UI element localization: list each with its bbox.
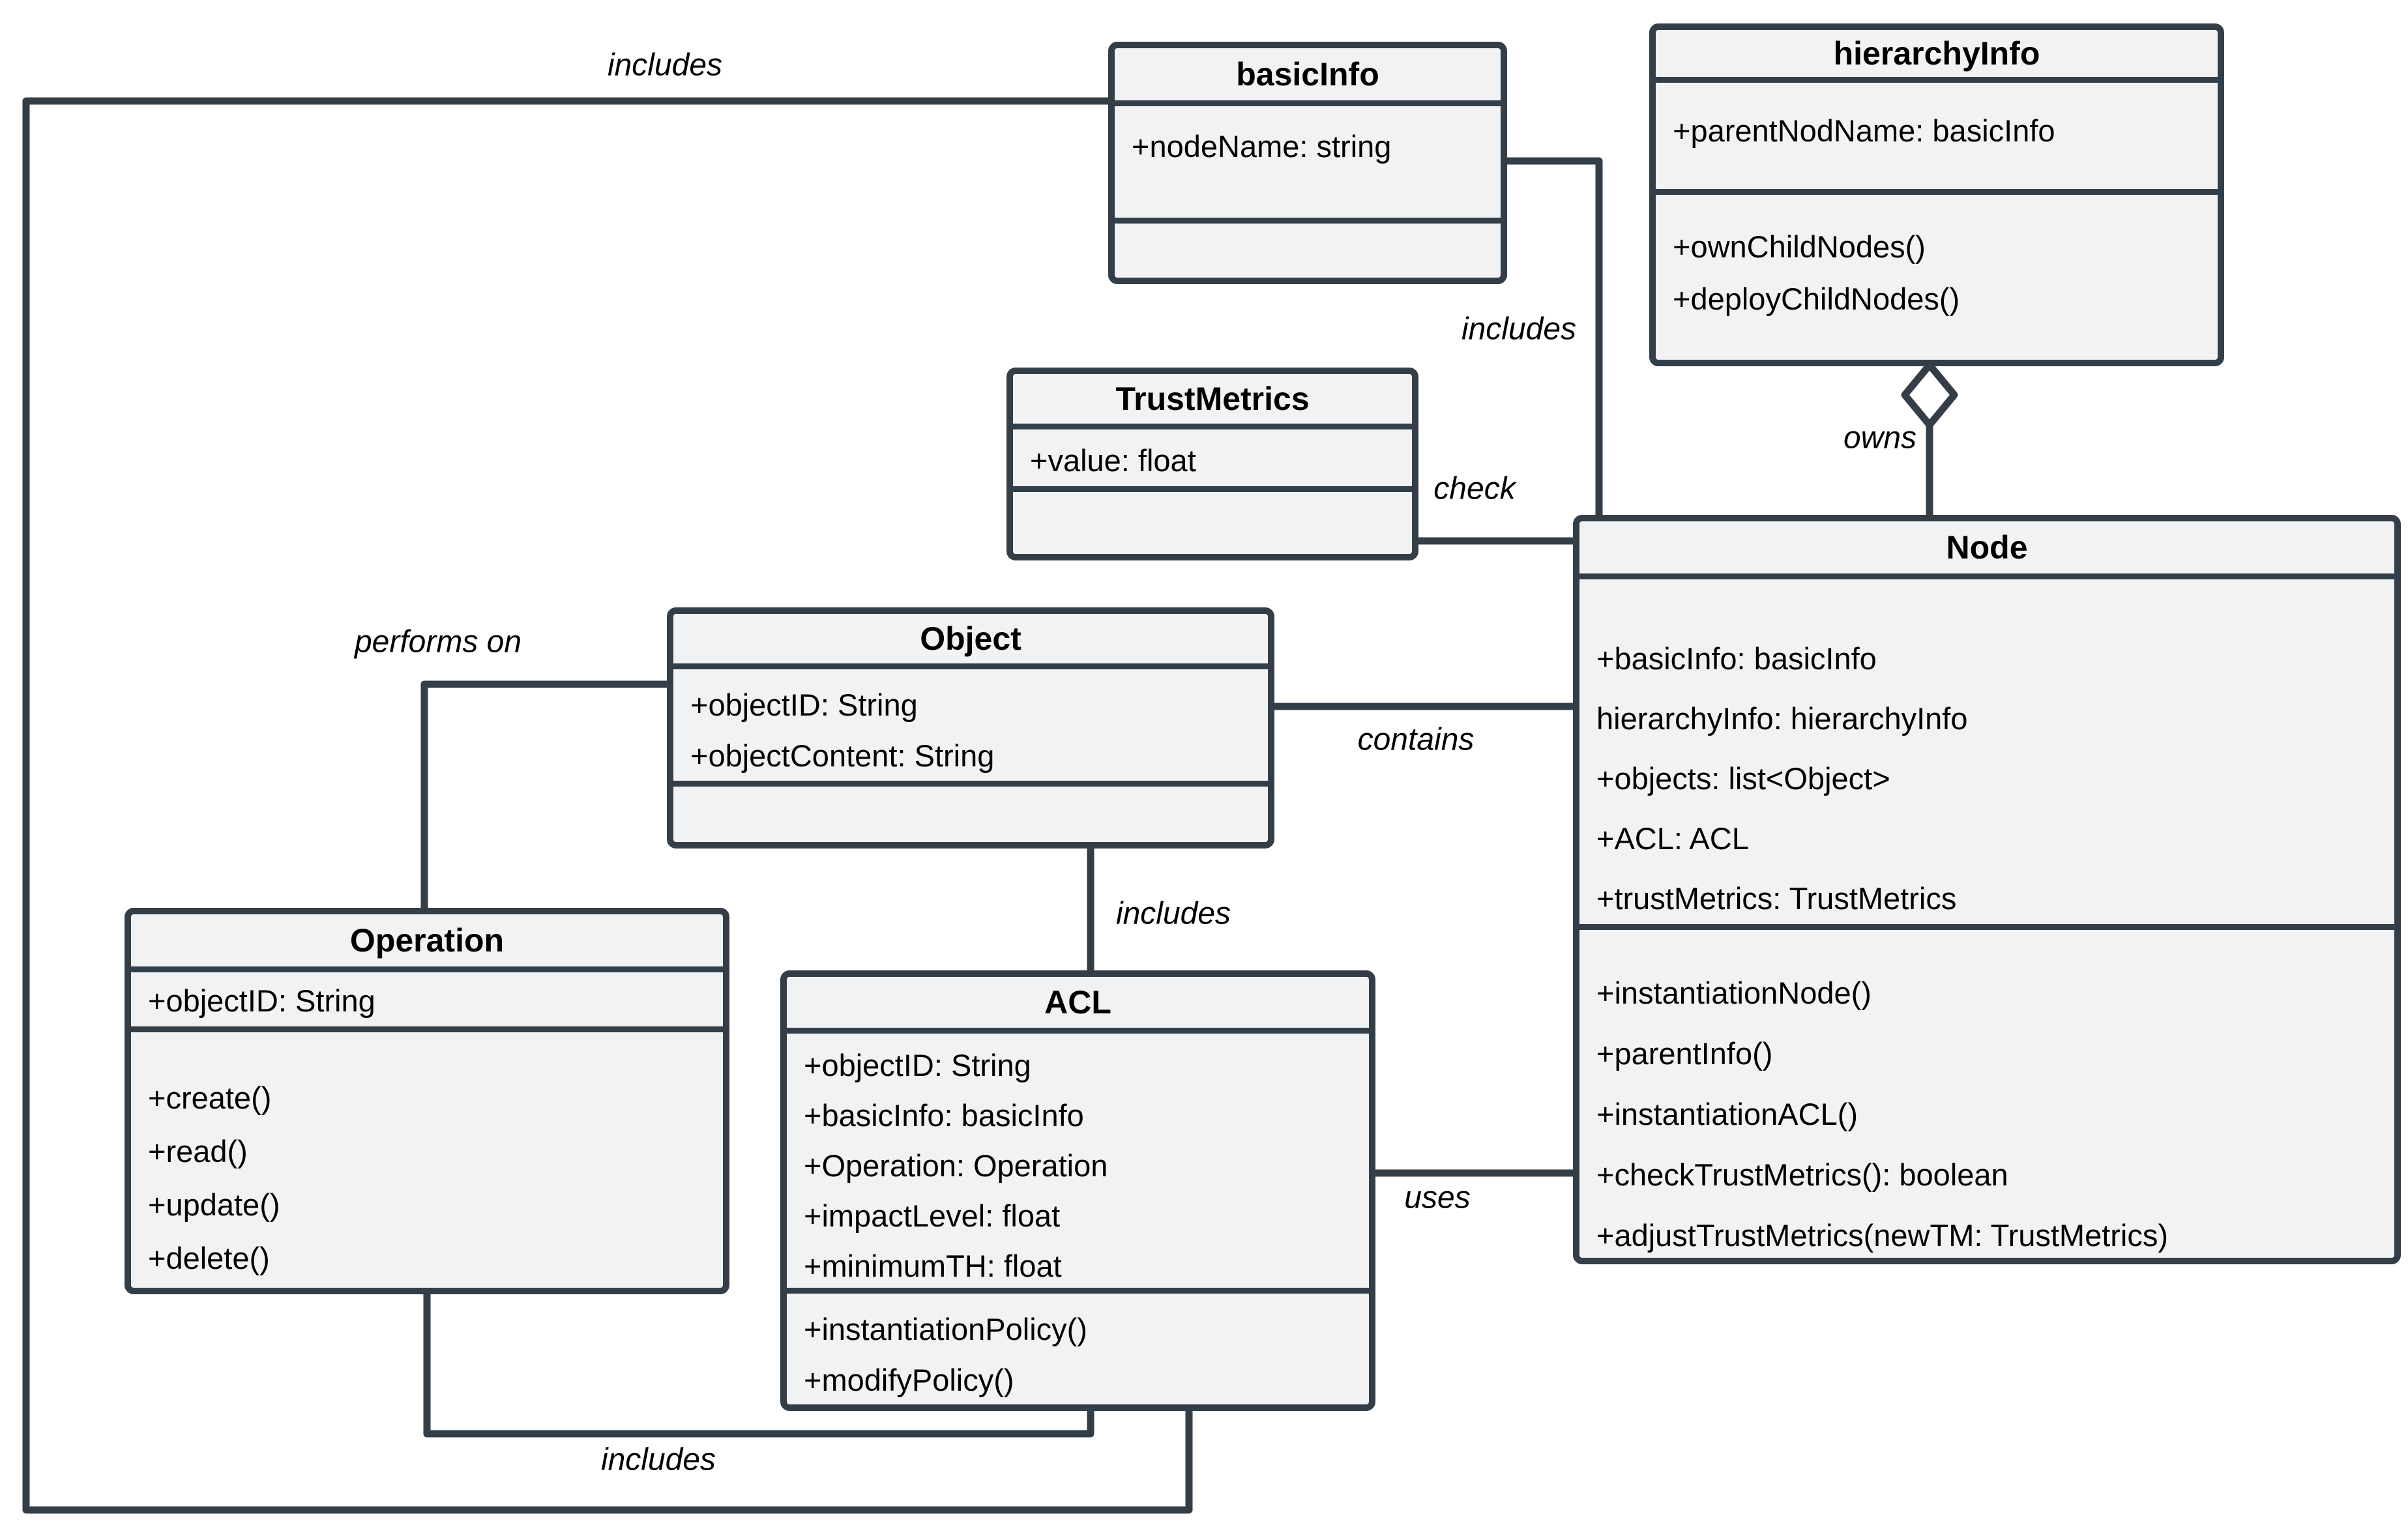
method: +instantiationNode(): [1596, 976, 1872, 1010]
class-title: Operation: [349, 922, 505, 959]
attribute: +basicInfo: basicInfo: [1596, 641, 1877, 676]
method: +deployChildNodes(): [1673, 282, 1960, 316]
attribute: +objectID: String: [804, 1048, 1031, 1082]
edge-label-basicinfo-includes-node: includes: [1461, 312, 1577, 347]
method: +create(): [148, 1081, 272, 1115]
attribute: +value: float: [1030, 443, 1196, 478]
attribute: +Operation: Operation: [804, 1148, 1108, 1183]
attributes-compartment: +objectID: String +basicInfo: basicInfo …: [787, 1028, 1369, 1288]
edge-label-hierarchyinfo-owns-node: owns: [1843, 420, 1917, 456]
class-trustmetrics: TrustMetrics +value: float: [1006, 368, 1418, 560]
method: +adjustTrustMetrics(newTM: TrustMetrics): [1596, 1218, 2169, 1253]
aggregation-diamond: [1901, 361, 1958, 429]
class-basicinfo: basicInfo +nodeName: string: [1108, 42, 1507, 284]
class-title: basicInfo: [1236, 56, 1379, 93]
class-title: TrustMetrics: [1115, 381, 1310, 417]
class-node: Node +basicInfo: basicInfo hierarchyInfo…: [1573, 515, 2401, 1264]
attributes-compartment: +value: float: [1013, 424, 1412, 486]
attributes-compartment: +objectID: String +objectContent: String: [673, 663, 1268, 781]
edge-label-acl-includes-basicinfo: includes: [607, 48, 723, 83]
edge-operation-includes-acl: [423, 1287, 1094, 1438]
method: +modifyPolicy(): [804, 1363, 1014, 1397]
attributes-compartment: +parentNodName: basicInfo: [1656, 77, 2218, 189]
attribute: +parentNodName: basicInfo: [1673, 113, 2055, 148]
attribute: +objects: list<Object>: [1596, 761, 1890, 796]
method: +instantiationPolicy(): [804, 1312, 1087, 1346]
edge-label-object-contains-node: contains: [1357, 722, 1475, 757]
attributes-compartment: +objectID: String: [131, 966, 723, 1026]
method: +ownChildNodes(): [1673, 229, 1926, 264]
attribute: +ACL: ACL: [1596, 821, 1749, 856]
attribute: +objectID: String: [148, 983, 375, 1018]
method: +checkTrustMetrics(): boolean: [1596, 1157, 2008, 1192]
attribute: +impactLevel: float: [804, 1198, 1061, 1233]
attribute: hierarchyInfo: hierarchyInfo: [1596, 701, 1968, 736]
edge-label-operation-performson-object: performs on: [354, 624, 522, 660]
edge-basicinfo-includes-node: [1502, 157, 1603, 522]
methods-compartment: +instantiationNode() +parentInfo() +inst…: [1579, 924, 2394, 1266]
class-title: Object: [920, 620, 1021, 657]
class-object: Object +objectID: String +objectContent:…: [667, 607, 1274, 849]
attribute: +nodeName: string: [1132, 129, 1392, 164]
methods-compartment: [673, 781, 1268, 842]
class-acl: ACL +objectID: String +basicInfo: basicI…: [780, 970, 1375, 1411]
class-title: ACL: [1044, 984, 1111, 1021]
class-hierarchyinfo: hierarchyInfo +parentNodName: basicInfo …: [1649, 23, 2224, 366]
class-title: hierarchyInfo: [1833, 35, 2040, 72]
attribute: +objectID: String: [690, 688, 918, 722]
edge-operation-performson-object: [420, 680, 674, 915]
edge-label-trustmetrics-check-node: check: [1433, 471, 1516, 506]
methods-compartment: +ownChildNodes() +deployChildNodes(): [1656, 189, 2218, 360]
class-title: Node: [1946, 529, 2028, 566]
attribute: +trustMetrics: TrustMetrics: [1596, 881, 1957, 916]
edge-acl-includes-basicinfo: [22, 97, 1193, 1514]
methods-compartment: +create() +read() +update() +delete(): [131, 1026, 723, 1288]
attributes-compartment: +nodeName: string: [1115, 100, 1501, 218]
edge-label-object-includes-acl: includes: [1115, 896, 1231, 931]
method: +update(): [148, 1187, 280, 1222]
methods-compartment: +instantiationPolicy() +modifyPolicy(): [787, 1288, 1369, 1406]
attributes-compartment: +basicInfo: basicInfo hierarchyInfo: hie…: [1579, 573, 2394, 924]
attribute: +objectContent: String: [690, 738, 995, 773]
methods-compartment: [1115, 218, 1501, 278]
attribute: +minimumTH: float: [804, 1249, 1062, 1283]
method: +delete(): [148, 1241, 270, 1275]
methods-compartment: [1013, 486, 1412, 554]
method: +parentInfo(): [1596, 1036, 1773, 1071]
edge-label-operation-includes-acl: includes: [600, 1442, 716, 1477]
edge-label-acl-uses-node: uses: [1404, 1180, 1471, 1215]
class-operation: Operation +objectID: String +create() +r…: [125, 908, 729, 1294]
method: +instantiationACL(): [1596, 1097, 1858, 1131]
method: +read(): [148, 1134, 248, 1168]
attribute: +basicInfo: basicInfo: [804, 1098, 1084, 1133]
